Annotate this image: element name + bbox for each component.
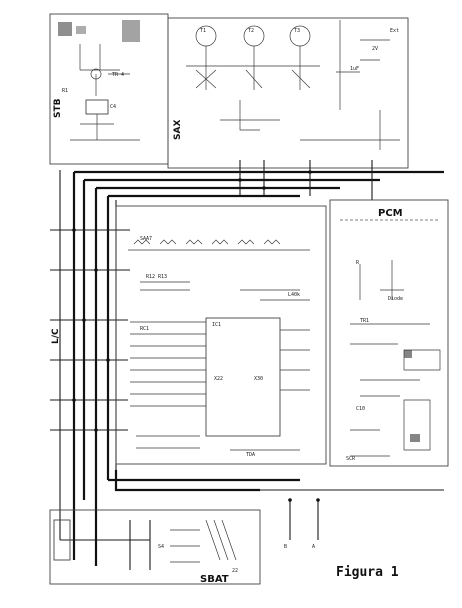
label-left-block: L/C (51, 328, 61, 344)
label-pcm: PCM (378, 208, 403, 219)
sax-block: Ext 2V 1uF T1 T2 T3 (167, 17, 409, 169)
svg-text:C10: C10 (356, 406, 365, 412)
bottom-connector: B A (260, 489, 444, 550)
svg-text:T2: T2 (248, 28, 254, 34)
svg-text:TDA: TDA (246, 452, 255, 458)
label-stb: STB (53, 98, 63, 118)
label-sbat: SBAT (200, 574, 229, 585)
svg-text:R1: R1 (62, 88, 68, 94)
svg-text:T3: T3 (294, 28, 300, 34)
svg-text:R12 R13: R12 R13 (146, 274, 167, 280)
svg-text:IC1: IC1 (212, 322, 221, 328)
stb-block: TR 4 R1 C4 (49, 13, 169, 165)
svg-text:22: 22 (232, 568, 238, 574)
svg-text:TR1: TR1 (360, 318, 369, 324)
central-board: SAA7 IC1 TDA R12 R13 L40k RC1 X22 X30 (115, 205, 327, 465)
svg-text:R: R (356, 260, 360, 266)
svg-text:C4: C4 (110, 104, 116, 110)
svg-text:T1: T1 (200, 28, 206, 34)
svg-text:RC1: RC1 (140, 326, 149, 332)
svg-text:Ext: Ext (390, 28, 399, 34)
svg-text:A: A (312, 544, 315, 550)
svg-text:SAA7: SAA7 (140, 236, 152, 242)
svg-text:L40k: L40k (288, 292, 300, 298)
svg-text:X30: X30 (254, 376, 263, 382)
svg-text:TR 4: TR 4 (112, 72, 124, 78)
horizontal-bus (74, 160, 444, 200)
svg-text:1uF: 1uF (350, 66, 359, 72)
svg-text:B: B (284, 544, 287, 550)
svg-text:Diode: Diode (388, 296, 403, 302)
svg-text:2V: 2V (372, 46, 378, 52)
figure-caption: Figura 1 (336, 565, 399, 580)
left-bus-lines (50, 170, 130, 540)
sbat-block: S4 22 (49, 470, 300, 585)
svg-text:X22: X22 (214, 376, 223, 382)
svg-text:S4: S4 (158, 544, 164, 550)
label-sax: SAX (173, 120, 183, 140)
pcm-block: R Diode TR1 C10 SCR (329, 199, 449, 467)
svg-text:SCR: SCR (346, 456, 356, 462)
